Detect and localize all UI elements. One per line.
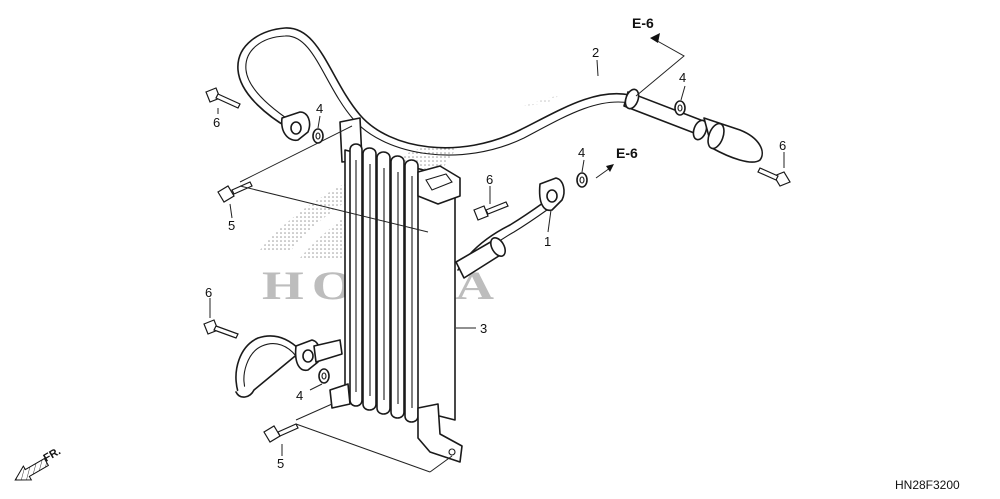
callout-4-upper-right: 4 (679, 70, 686, 85)
bolt-6-upper-left (205, 87, 241, 109)
washer-4-right (576, 172, 588, 188)
drawing-code: HN28F3200 (895, 478, 960, 492)
callout-5-upper: 5 (228, 218, 235, 233)
bolt-5-upper-left (217, 181, 253, 203)
callout-6-right: 6 (779, 138, 786, 153)
callout-6-middle: 6 (486, 172, 493, 187)
washer-4-lower (318, 368, 330, 384)
front-direction-marker: FR. (14, 445, 63, 481)
leader-lines (209, 33, 785, 473)
inlet-oil-pipe (455, 177, 565, 279)
upper-oil-pipe (237, 27, 764, 163)
front-arrow-label: FR. (42, 445, 63, 464)
oil-cooler-core (329, 117, 463, 463)
callout-3: 3 (480, 321, 487, 336)
callout-1: 1 (544, 234, 551, 249)
bolt-5-lower-left (263, 423, 299, 443)
reference-e6-right: E-6 (616, 145, 638, 161)
callout-4-lower: 4 (296, 388, 303, 403)
bolt-6-lower-left (203, 319, 239, 339)
callout-4-upper-left: 4 (316, 101, 323, 116)
lower-oil-pipe (235, 335, 343, 398)
callout-6-upper-left: 6 (213, 115, 220, 130)
bolt-6-middle (473, 201, 509, 221)
callout-5-lower: 5 (277, 456, 284, 471)
reference-e6-top: E-6 (632, 15, 654, 31)
callout-4-right: 4 (578, 145, 585, 160)
callout-2: 2 (592, 45, 599, 60)
callout-6-lower-left: 6 (205, 285, 212, 300)
washer-4-upper-right (674, 100, 686, 116)
bolt-6-right (757, 167, 791, 187)
